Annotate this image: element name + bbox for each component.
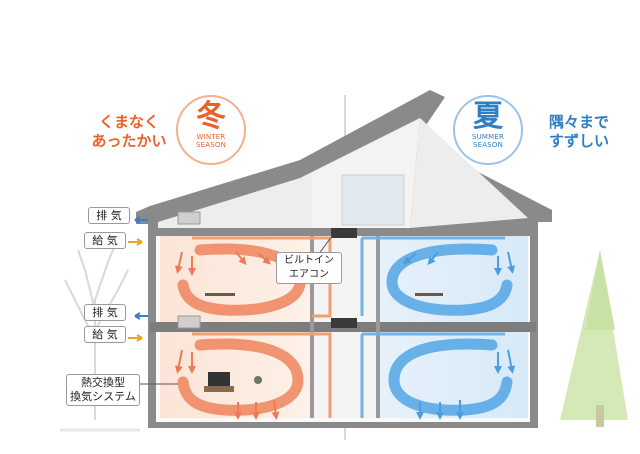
- system-label-line2: 換気システム: [70, 390, 136, 403]
- built-in-aircon-lower: [331, 318, 357, 328]
- built-in-aircon-upper: [331, 228, 357, 238]
- furniture: [204, 293, 443, 392]
- winter-catch-line1: くまなく: [98, 113, 159, 131]
- cool-air-flow: [386, 243, 516, 420]
- winter-season-badge: 冬 WINTER SEASON: [176, 95, 246, 165]
- evergreen-tree-illustration: [560, 250, 628, 427]
- supply-label-lower: 給 気: [84, 326, 126, 343]
- exhaust-label-upper: 排 気: [88, 207, 130, 224]
- summer-catch-line2: すずしい: [548, 132, 609, 150]
- summer-catch-line1: 隅々まで: [548, 113, 609, 131]
- exhaust-supply-arrows: [128, 216, 148, 342]
- winter-catchphrase: くまなく あったかい: [86, 113, 172, 151]
- ventilation-unit-lower: [177, 315, 201, 329]
- warm-air-flow: [174, 243, 306, 420]
- built-in-aircon-label: ビルトイン エアコン: [276, 252, 342, 284]
- winter-catch-line2: あったかい: [91, 132, 167, 150]
- system-label-line1: 熱交換型: [81, 376, 125, 389]
- summer-kanji: 夏: [473, 99, 503, 134]
- heat-exchange-system-label: 熱交換型 換気システム: [66, 374, 140, 406]
- winter-kanji: 冬: [196, 99, 226, 134]
- summer-en-line2: SEASON: [472, 141, 504, 149]
- summer-catchphrase: 隅々まで すずしい: [538, 113, 620, 151]
- summer-season-badge: 夏 SUMMER SEASON: [453, 95, 523, 165]
- ventilation-unit-upper: [177, 211, 201, 225]
- winter-en-line1: WINTER: [196, 133, 226, 141]
- summer-en-line1: SUMMER: [471, 133, 505, 141]
- aircon-label-line1: ビルトイン: [284, 255, 334, 266]
- winter-en-line2: SEASON: [195, 141, 227, 149]
- supply-label-upper: 給 気: [84, 232, 126, 249]
- aircon-label-line2: エアコン: [289, 269, 329, 280]
- leader-lines: [138, 235, 333, 385]
- loft-window: [341, 174, 405, 226]
- exhaust-label-lower: 排 気: [84, 304, 126, 321]
